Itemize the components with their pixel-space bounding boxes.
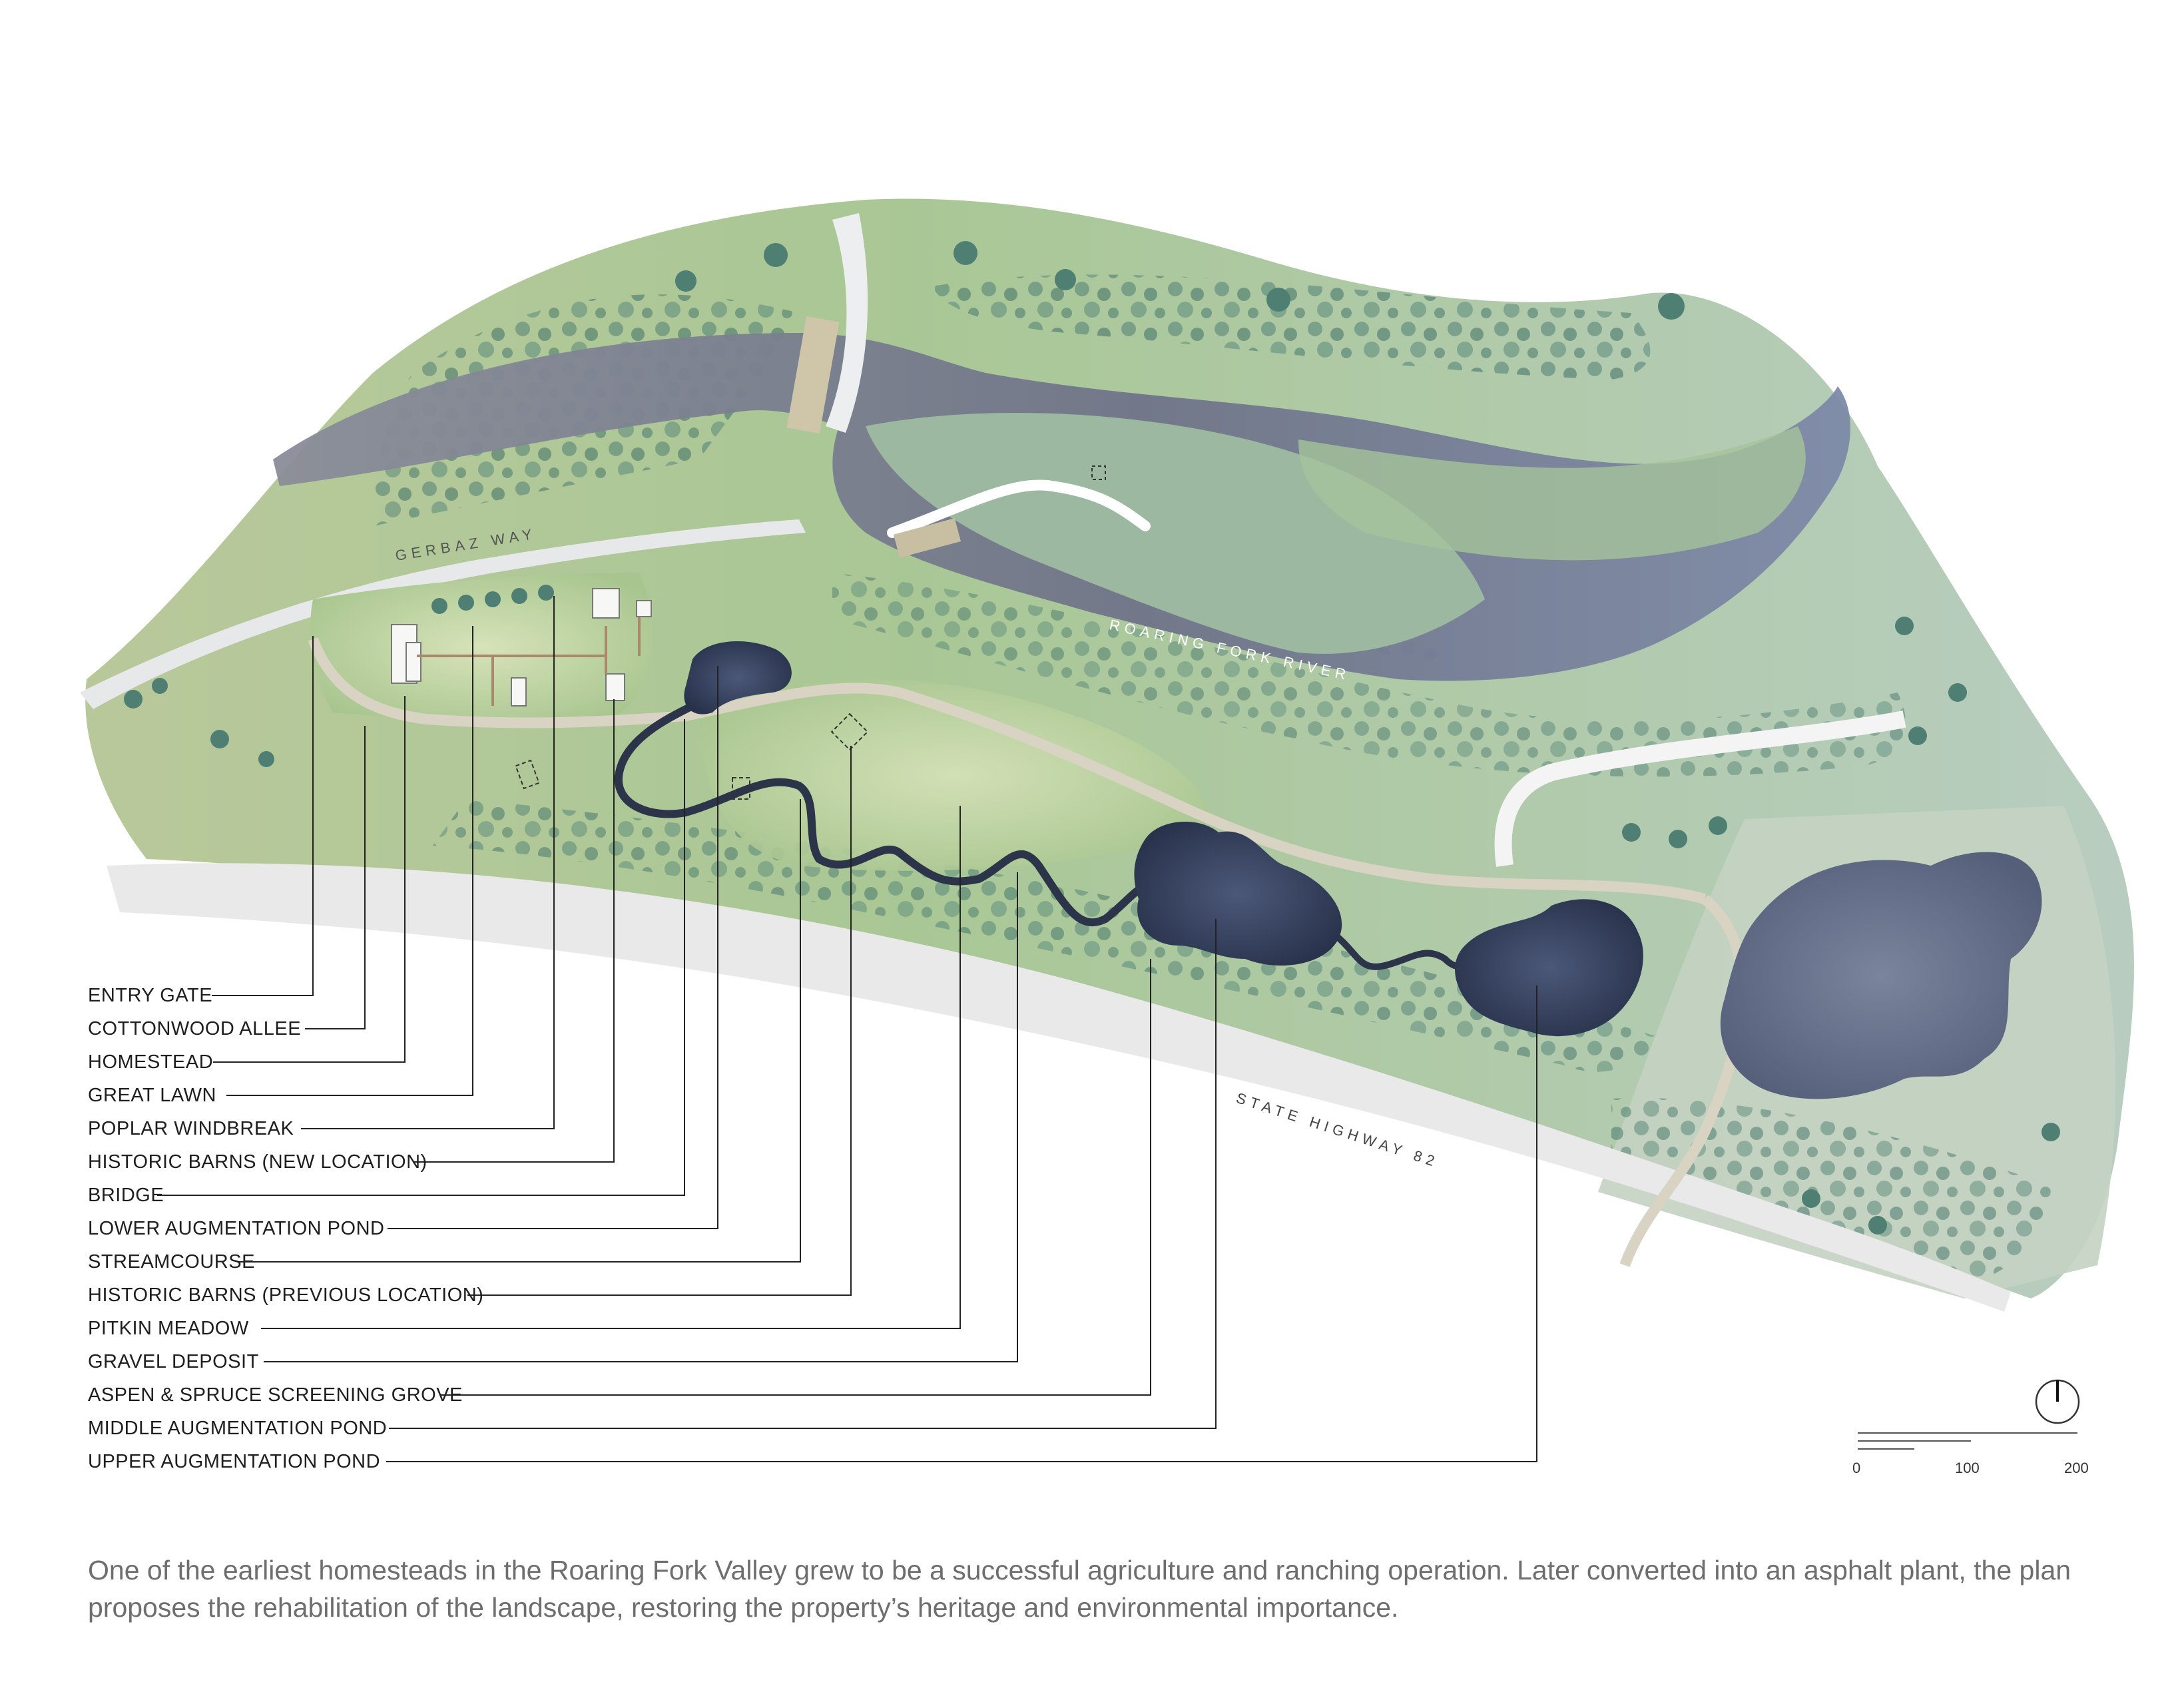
gerbaz-way-road — [80, 519, 806, 709]
north-bridge-icon — [786, 316, 840, 434]
east-path — [1619, 894, 1748, 1267]
east-pond — [1720, 852, 2042, 1099]
scale-label-100: 100 — [1955, 1460, 1980, 1476]
north-river-bank — [1298, 426, 1806, 561]
legend-screening-grove: ASPEN & SPRUCE SCREENING GROVE — [88, 1384, 463, 1406]
tree-clumps — [124, 241, 2060, 1235]
barn-previous-2 — [732, 777, 750, 800]
scale-bar — [1858, 1432, 2077, 1450]
legend-upper-augmentation-pond: UPPER AUGMENTATION POND — [88, 1451, 381, 1472]
north-arrow-icon — [2035, 1379, 2080, 1424]
leader-lines — [157, 596, 1537, 1462]
legend-bridge: BRIDGE — [88, 1185, 164, 1206]
legend-lower-augmentation-pond: LOWER AUGMENTATION POND — [88, 1218, 385, 1239]
island-marker — [1091, 465, 1106, 480]
screening-grove — [433, 799, 1665, 1072]
legend-historic-barns-new: HISTORIC BARNS (NEW LOCATION) — [88, 1151, 427, 1173]
legend-great-lawn: GREAT LAWN — [88, 1085, 216, 1106]
gravel-loop-path — [308, 637, 1707, 904]
legend-middle-augmentation-pond: MIDDLE AUGMENTATION POND — [88, 1418, 388, 1439]
northeast-woodland — [932, 274, 1651, 380]
legend-entry-gate: ENTRY GATE — [88, 985, 213, 1006]
legend-homestead: HOMESTEAD — [88, 1051, 214, 1073]
north-spur-road — [826, 213, 868, 433]
legend-streamcourse: STREAMCOURSE — [88, 1251, 255, 1273]
caption-text: One of the earliest homesteads in the Ro… — [88, 1555, 2071, 1623]
island-bridge-icon — [893, 518, 961, 558]
barn-new-2 — [636, 600, 652, 617]
island-path — [887, 479, 1151, 538]
scale-label-0: 0 — [1852, 1460, 1861, 1476]
streamcourse — [614, 702, 1242, 936]
legend-cottonwood-allee: COTTONWOOD ALLEE — [88, 1018, 302, 1039]
scale-label-200: 200 — [2064, 1460, 2089, 1476]
legend-historic-barns-previous: HISTORIC BARNS (PREVIOUS LOCATION) — [88, 1284, 484, 1306]
homestead-paths — [417, 617, 641, 706]
pitkin-meadow — [699, 679, 1208, 871]
lower-augmentation-pond — [684, 641, 792, 714]
ne-path — [1494, 710, 1906, 867]
great-lawn — [310, 573, 653, 722]
legend-poplar-windbreak: POPLAR WINDBREAK — [88, 1118, 294, 1139]
southeast-woodland — [1611, 1097, 2051, 1278]
legend-pitkin-meadow: PITKIN MEADOW — [88, 1318, 249, 1339]
middle-augmentation-pond — [1134, 821, 1342, 966]
homestead-wing — [406, 642, 421, 682]
state-highway-82 — [107, 863, 2011, 1312]
riparian-woodland — [832, 573, 1906, 777]
barn-previous-1 — [830, 712, 869, 751]
barn-new-1 — [592, 588, 620, 619]
barn-previous-3 — [515, 759, 540, 790]
upper-augmentation-pond — [1455, 899, 1643, 1036]
barn-new-4 — [511, 677, 527, 707]
barn-new-3 — [605, 673, 625, 701]
legend-gravel-deposit: GRAVEL DEPOSIT — [88, 1351, 259, 1372]
